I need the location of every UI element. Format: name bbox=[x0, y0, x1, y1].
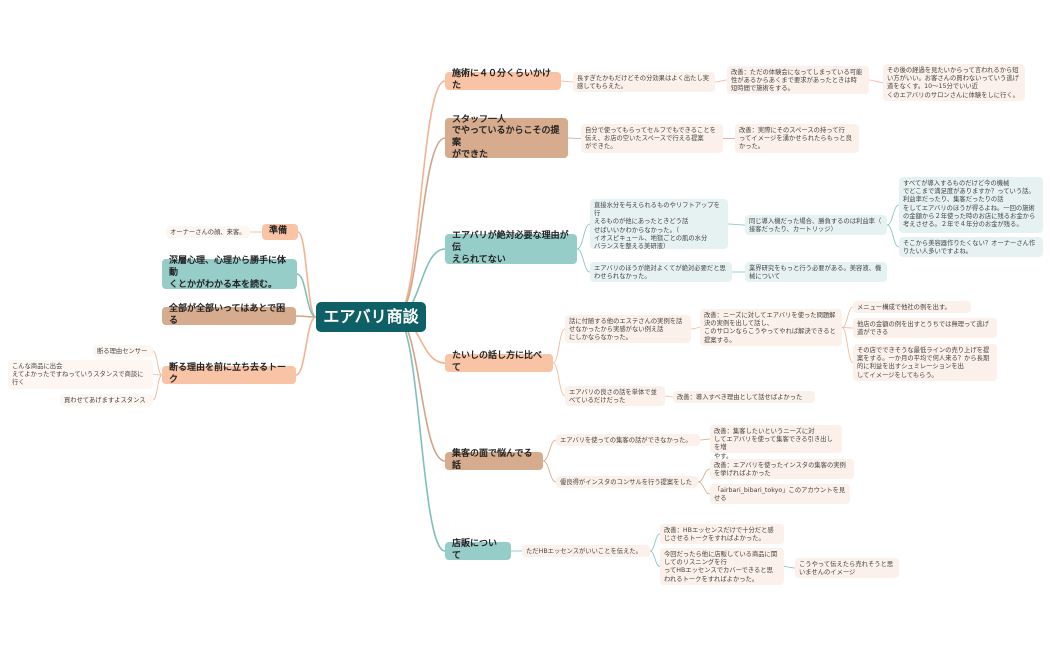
branch-solo-staff-proposal[interactable]: スタッフ一人 でやっているからこその提案 ができた bbox=[445, 115, 568, 160]
leaf-short-is-better[interactable]: その後の経過を見たいからって言われるから短 い方がいい。お客さんの買わないってい… bbox=[883, 64, 1025, 101]
leaf-self-care-proposal[interactable]: 自分で使ってもらってセルフでもできることを 伝え、お店の空いたスペースで行える提… bbox=[581, 124, 723, 153]
leaf-show-account[interactable]: 「airbari_bibari_tokyo」このアカウントを見 せる bbox=[710, 484, 850, 504]
leaf-improve-reason[interactable]: 改善：導入すべき理由として話せばよかった bbox=[673, 391, 815, 403]
branch-marketing-issue[interactable]: 集客の面で悩んでる話 bbox=[445, 449, 543, 471]
link-r-17 bbox=[664, 395, 674, 398]
link-r-22 bbox=[697, 481, 711, 495]
leaf-competitor-products[interactable]: 直接水分を与えられるものやリフトアップを行 えるものが他にあったときどう話 せば… bbox=[590, 199, 728, 250]
link-r-11 bbox=[552, 328, 566, 364]
leaf-improve-case-study[interactable]: 改善：ニーズに対してエアバリを使った問題解 決の実例を出して話し、 このサロンな… bbox=[700, 309, 842, 346]
link-l-2 bbox=[152, 374, 163, 376]
leaf-sales-simulation[interactable]: その店でできそうな最低ラインの売り上げを提 案をする。一か月の平均で何人来る？か… bbox=[853, 344, 997, 381]
branch-preempt-refusal[interactable]: 断る理由を前に立ち去るトーク bbox=[162, 363, 296, 385]
link-r-16 bbox=[841, 327, 854, 363]
leaf-refusal-sensor[interactable]: 断る理由センサー bbox=[93, 345, 153, 357]
link-l-3 bbox=[152, 374, 163, 401]
leaf-improve-marketing-drawer[interactable]: 改善：集客したいというニーズに対 してエアバリを使って集客できる引き出しを増 や… bbox=[710, 425, 842, 460]
link-r-0 bbox=[560, 80, 574, 83]
leaf-industry-research[interactable]: 業界研究をもっと行う必要がある。美容液、機 械について bbox=[745, 262, 887, 282]
leaf-instagram-consulting[interactable]: 優良得がインスタのコンサルを行う提案をした bbox=[556, 476, 698, 488]
leaf-only-listed-merits[interactable]: エアバリの良さの話を単体で並 べているだけだった bbox=[565, 386, 665, 406]
leaf-no-marketing-talk[interactable]: エアバリを使っての集客の話ができなかった。 bbox=[556, 434, 700, 446]
link-root-l2 bbox=[296, 273, 317, 318]
link-r-5 bbox=[576, 223, 591, 250]
link-r-21 bbox=[697, 468, 711, 483]
link-r-15 bbox=[841, 327, 854, 329]
leaf-sell-image[interactable]: こうやって伝えたら売れそうと思 いませんのイメージ bbox=[795, 558, 899, 578]
branch-retail-sales[interactable]: 店販について bbox=[445, 539, 511, 561]
link-r-2 bbox=[868, 79, 884, 83]
leaf-owner-face[interactable]: オーナーさんの顔、来客。 bbox=[166, 226, 250, 238]
branch-compare-taishi[interactable]: たいしの話し方に比べて bbox=[445, 351, 553, 373]
link-r-8 bbox=[886, 204, 900, 226]
leaf-improve-bring-space[interactable]: 改善：実際にそのスペースの持って行 ってイメージを湧かせられたらもっと良 かった… bbox=[735, 124, 859, 153]
link-root-l1 bbox=[297, 231, 317, 318]
branch-psychology-book[interactable]: 深層心理、心理から勝手に体動 くとかがわかる本を読む。 bbox=[162, 256, 297, 290]
branch-dont-say-everything[interactable]: 全部が全部いってはあとで困る bbox=[162, 304, 296, 326]
link-r-19 bbox=[542, 460, 557, 483]
leaf-let-you-buy[interactable]: 買わせてあげますよスタンス bbox=[60, 394, 153, 406]
leaf-listening-retail[interactable]: 今回だったら他に店販している商品に関 してのリスニングを行 ってHBエッセンスで… bbox=[660, 548, 784, 585]
leaf-satisfaction-profit[interactable]: すべてが導入するものだけど今の機械 でどこまで満足度がありますか？っていう話。 … bbox=[899, 177, 1043, 233]
leaf-own-device[interactable]: そこから美容器作りたくない？オーナーさん作 りたい人多いですよね。 bbox=[899, 237, 1043, 257]
link-r-13 bbox=[690, 327, 701, 330]
root-node-airbari-meeting[interactable]: エアバリ商談 bbox=[316, 302, 426, 332]
branch-treatment-40min[interactable]: 施術に４０分くらいかけた bbox=[445, 69, 561, 91]
link-r-24 bbox=[649, 533, 661, 552]
link-r-20 bbox=[699, 438, 711, 441]
leaf-effect-felt[interactable]: 長すぎたかもだけどその分効果はよく出たし実 感してもらえた。 bbox=[573, 72, 715, 92]
leaf-improve-instagram-case[interactable]: 改善：エアバリを使ったインスタの集客の実例 を挙げればよかった bbox=[710, 459, 854, 479]
leaf-menu-structure[interactable]: メニュー構成で他社の例を出す。 bbox=[853, 301, 971, 313]
link-r-1 bbox=[714, 79, 728, 83]
link-root-b6 bbox=[395, 316, 446, 552]
link-l-1 bbox=[152, 350, 163, 376]
leaf-hb-essence-good[interactable]: ただHBエッセンスがいいことを伝えた。 bbox=[522, 545, 650, 557]
leaf-not-convinced[interactable]: エアバリのほうが絶対よくてが絶対必要だと思 わせられなかった。 bbox=[590, 262, 732, 282]
link-r-26 bbox=[783, 566, 796, 569]
leaf-no-real-examples[interactable]: 話に付随する他のエステさんの実例を話 せなかったから実感がない例え話 にしかなら… bbox=[565, 315, 691, 343]
link-r-14 bbox=[841, 306, 854, 328]
link-root-b2 bbox=[395, 137, 446, 318]
link-root-l3 bbox=[295, 315, 317, 318]
branch-preparation[interactable]: 準備 bbox=[262, 224, 298, 240]
link-r-6 bbox=[576, 248, 591, 273]
link-r-25 bbox=[649, 550, 661, 567]
leaf-profit-margin[interactable]: 同じ導入機だった場合、勝負するのは利益率（ 接客だったり、カートリッジ） bbox=[745, 215, 887, 235]
link-r-9 bbox=[886, 224, 900, 248]
leaf-improve-short-treatment[interactable]: 改善：ただの体験会になってしまっている可能 性があるからあくまで要求があったとき… bbox=[727, 66, 869, 94]
leaf-glad-you-met[interactable]: こんな商品に出会 えてよかったですねっていうスタンスで商談に 行く bbox=[8, 360, 153, 389]
link-r-12 bbox=[552, 362, 566, 397]
leaf-improve-hb-enough[interactable]: 改善：HBエッセンスだけで十分だと感 じさせるトークをすればよかった。 bbox=[660, 524, 784, 544]
link-r-7 bbox=[727, 223, 746, 226]
link-root-l4 bbox=[295, 316, 317, 376]
leaf-price-escape[interactable]: 他店の金額の例を出すとうちでは無理って逃げ 道ができる bbox=[853, 318, 997, 338]
link-r-18 bbox=[542, 439, 557, 462]
link-r-3 bbox=[567, 137, 582, 139]
branch-airbari-necessity[interactable]: エアバリが絶対必要な理由が伝 えられてない bbox=[445, 231, 577, 265]
